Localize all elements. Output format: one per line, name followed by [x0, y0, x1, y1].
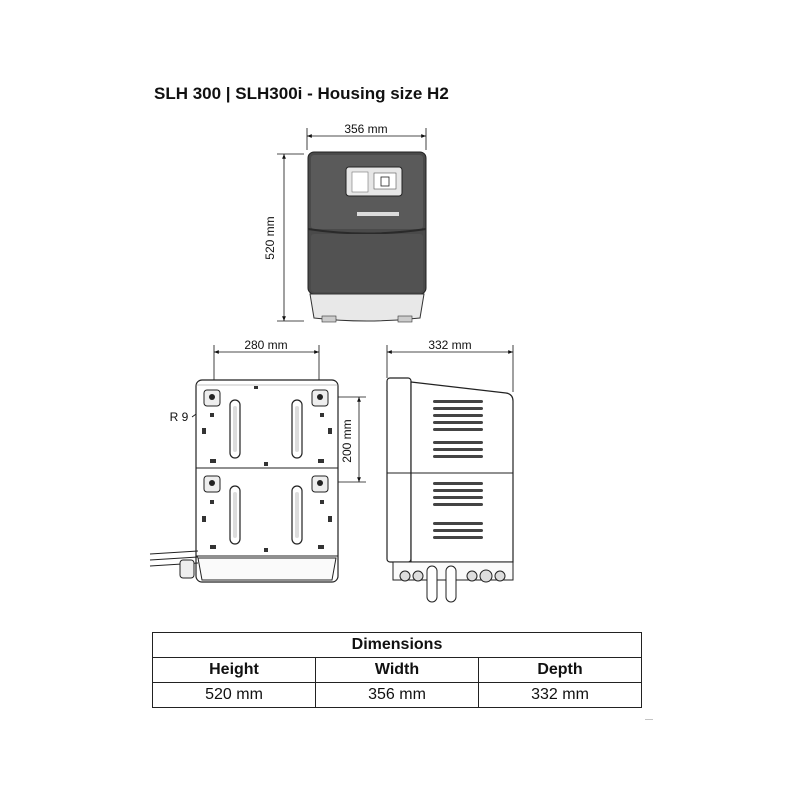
radius-label: R 9 [170, 410, 189, 424]
mount-spacing-label: 200 mm [340, 419, 354, 462]
dimensions-table: Dimensions Height Width Depth 520 mm 356… [152, 632, 642, 708]
table-shadow [645, 719, 653, 720]
side-view: 332 mm [386, 338, 514, 603]
front-width-label: 356 mm [344, 122, 387, 136]
table-caption: Dimensions [152, 632, 642, 658]
brand-logo [357, 212, 399, 216]
value-depth: 332 mm [478, 682, 642, 708]
page-title: SLH 300 | SLH300i - Housing size H2 [154, 84, 449, 103]
mount-width-label: 280 mm [244, 338, 287, 352]
front-height-label: 520 mm [263, 216, 277, 259]
front-view: 356 mm 520 mm [263, 122, 427, 323]
value-height: 520 mm [152, 682, 316, 708]
value-width: 356 mm [315, 682, 479, 708]
header-depth: Depth [478, 657, 642, 683]
back-view: 280 mm R 9 35 200 mm [149, 338, 366, 583]
header-width: Width [315, 657, 479, 683]
header-height: Height [152, 657, 316, 683]
depth-label: 332 mm [428, 338, 471, 352]
